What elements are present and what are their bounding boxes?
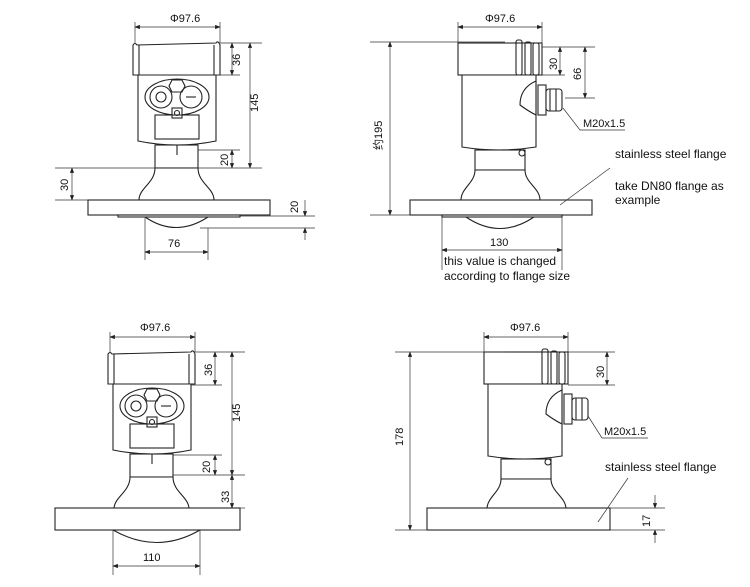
note-line-2: according to flange size — [444, 269, 570, 283]
dim-cap: 30 — [595, 366, 607, 378]
side-view-with-lens: Φ97.6 约195 30 66 M20x1.5 stainless steel… — [370, 13, 727, 283]
label-gland: M20x1.5 — [604, 426, 646, 438]
label-example-1: take DN80 flange as — [615, 179, 724, 193]
flange — [87, 199, 271, 216]
label-material: stainless steel flange — [605, 460, 717, 474]
dim-diameter: Φ97.6 — [170, 13, 200, 25]
label-material: stainless steel flange — [615, 147, 727, 161]
note-line-1: this value is changed — [444, 254, 556, 268]
dim-horn: 33 — [220, 491, 232, 503]
label-example-2: example — [615, 193, 661, 207]
dim-diameter: Φ97.6 — [510, 322, 540, 334]
side-view-flat: Φ97.6 178 30 M20x1.5 stainless steel fla… — [394, 322, 717, 543]
front-view-flat: Φ97.6 36 145 20 33 110 — [54, 322, 245, 575]
dim-cap: 36 — [203, 364, 215, 376]
lens-dome — [144, 216, 209, 228]
dim-neck: 20 — [201, 461, 213, 473]
dim-lens: 20 — [289, 201, 301, 213]
dim-cap: 30 — [548, 58, 560, 70]
dim-housing: 145 — [231, 404, 243, 422]
dim-total: 约195 — [372, 121, 385, 150]
front-view-with-lens: Φ97.6 36 145 20 30 20 76 — [55, 13, 315, 260]
dim-neck: 20 — [219, 154, 231, 166]
dim-lens-width: 110 — [143, 552, 161, 564]
dim-flange-width: 130 — [490, 237, 508, 249]
dim-horn: 30 — [59, 179, 71, 191]
dim-gland-offset: 66 — [572, 68, 584, 80]
label-gland: M20x1.5 — [583, 118, 625, 130]
dim-lens-width: 76 — [168, 238, 180, 250]
dim-flange: 17 — [641, 515, 653, 527]
dim-diameter: Φ97.6 — [485, 13, 515, 25]
dim-cap: 36 — [231, 54, 243, 66]
dim-housing: 145 — [249, 94, 261, 112]
dim-total: 178 — [394, 428, 406, 446]
dim-diameter: Φ97.6 — [140, 322, 170, 334]
